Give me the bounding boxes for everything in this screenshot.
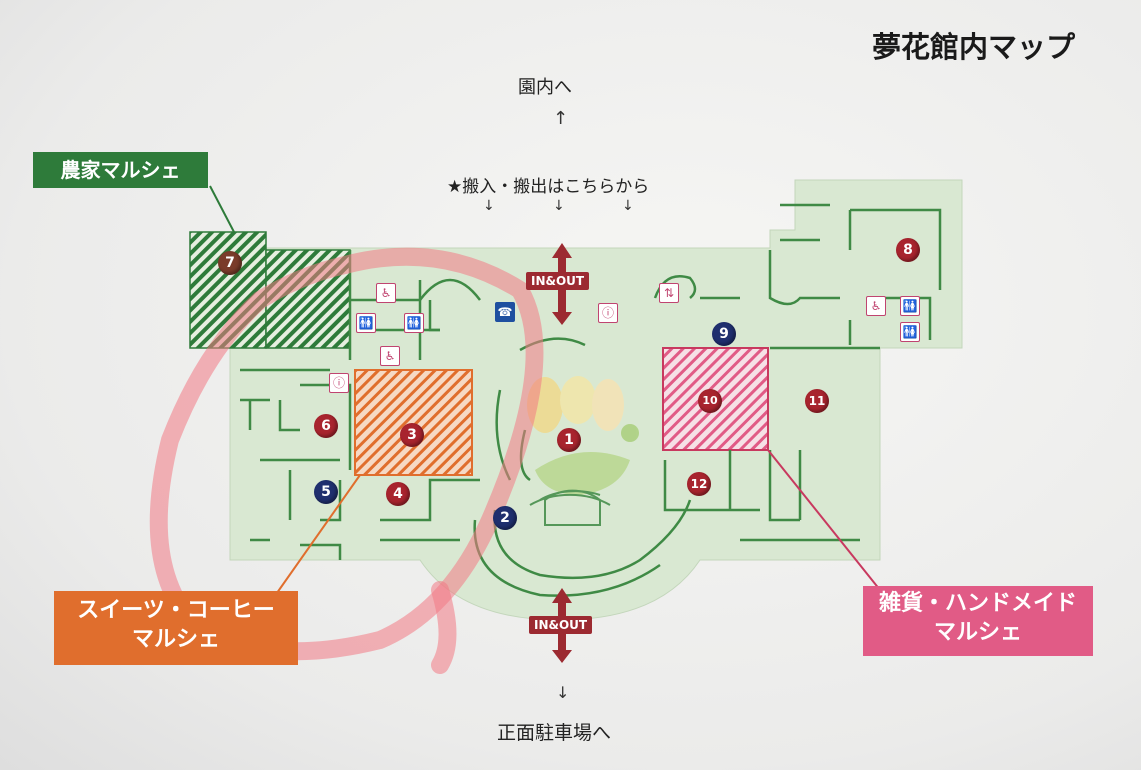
marker-11[interactable]: 11 [805,389,829,413]
loading-label: ★搬入・搬出はこちらから [447,177,650,197]
marker-12[interactable]: 12 [687,472,711,496]
restroom-icon: 🚻 [404,313,424,333]
wheelchair-icon: ♿ [376,283,396,303]
restroom-icon: 🚻 [900,296,920,316]
restroom-icon: 🚻 [356,313,376,333]
highlight-tail [431,581,457,674]
entrance-top-badge: IN&OUT [526,272,590,290]
marker-5[interactable]: 5 [314,480,338,504]
sweets-callout-line1: スイーツ・コーヒー [77,598,275,623]
up-arrow-icon: ↑ [553,108,569,129]
marker-1[interactable]: 1 [557,428,581,452]
goods-callout-line2: マルシェ [933,619,1022,645]
highlight-circle [149,247,544,661]
marker-9[interactable]: 9 [712,322,736,346]
marker-3[interactable]: 3 [400,423,424,447]
down-arrow-icon: ↓ [556,683,570,702]
elevator-icon: ⇅ [659,283,679,303]
goods-marche-callout: 雑貨・ハンドメイド マルシェ [863,586,1093,656]
info-icon: ⓘ [598,303,618,323]
info-icon: ⓘ [329,373,349,393]
marker-2[interactable]: 2 [493,506,517,530]
walls [240,203,942,597]
goods-callout-line1: 雑貨・ハンドメイド [878,591,1077,616]
down-arrow-icon: ↓ [553,198,565,214]
wheelchair-icon: ♿ [380,346,400,366]
marker-10[interactable]: 10 [698,389,722,413]
sweets-callout-line2: マルシェ [131,626,220,652]
marker-4[interactable]: 4 [386,482,410,506]
restroom-icon: 🚻 [900,322,920,342]
sweets-marche-callout: スイーツ・コーヒー マルシェ [54,591,298,665]
to-parking-label: 正面駐車場へ [497,722,612,744]
farm-leader [209,185,235,233]
to-park-label: 園内へ [518,77,572,98]
wheelchair-icon: ♿ [866,296,886,316]
sweets-zone [354,369,473,476]
page-title: 夢花館内マップ [872,30,1076,64]
farm-marche-callout: 農家マルシェ [33,152,208,188]
entrance-bottom-badge: IN&OUT [529,616,593,634]
goods-leader [767,449,881,591]
phone-icon: ☎ [495,302,515,322]
down-arrow-icon: ↓ [483,198,495,214]
down-arrow-icon: ↓ [622,198,634,214]
marker-6[interactable]: 6 [314,414,338,438]
marker-7[interactable]: 7 [218,251,242,275]
sweets-leader [271,474,361,601]
marker-8[interactable]: 8 [896,238,920,262]
flower-bed [527,376,639,526]
